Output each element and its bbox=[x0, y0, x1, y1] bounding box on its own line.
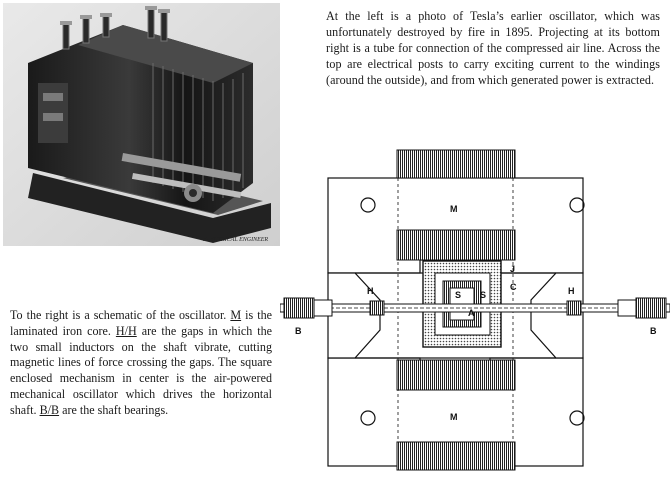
label-j: J bbox=[510, 264, 515, 274]
label-a: A bbox=[468, 308, 475, 318]
oscillator-schematic: M M H H B B J C A S S bbox=[279, 148, 670, 474]
label-m-top: M bbox=[450, 204, 458, 214]
bottom-caption: To the right is a schematic of the oscil… bbox=[10, 308, 272, 419]
label-s-2: S bbox=[480, 290, 486, 300]
label-b-left: B bbox=[295, 326, 302, 336]
top-caption: At the left is a photo of Tesla’s earlie… bbox=[326, 9, 660, 88]
label-h-right: H bbox=[568, 286, 575, 296]
caption-text-3: are the gaps in which the two small indu… bbox=[10, 323, 272, 417]
caption-text-1: To the right is a schematic of the oscil… bbox=[10, 308, 231, 322]
label-s-1: S bbox=[455, 290, 461, 300]
label-c: C bbox=[510, 282, 517, 292]
caption-text-4: are the shaft bearings. bbox=[59, 402, 169, 417]
oscillator-photo: ELECTRICAL ENGINEER bbox=[3, 3, 280, 246]
caption-ref-hh: H/H bbox=[115, 323, 137, 338]
photo-credit: ELECTRICAL ENGINEER bbox=[202, 237, 268, 243]
label-h-left: H bbox=[367, 286, 374, 296]
label-b-right: B bbox=[650, 326, 657, 336]
caption-ref-bb: B/B bbox=[39, 402, 60, 417]
caption-ref-m: M bbox=[230, 308, 242, 322]
label-m-bottom: M bbox=[450, 412, 458, 422]
caption-text-2: is the laminated iron core. bbox=[10, 308, 272, 338]
